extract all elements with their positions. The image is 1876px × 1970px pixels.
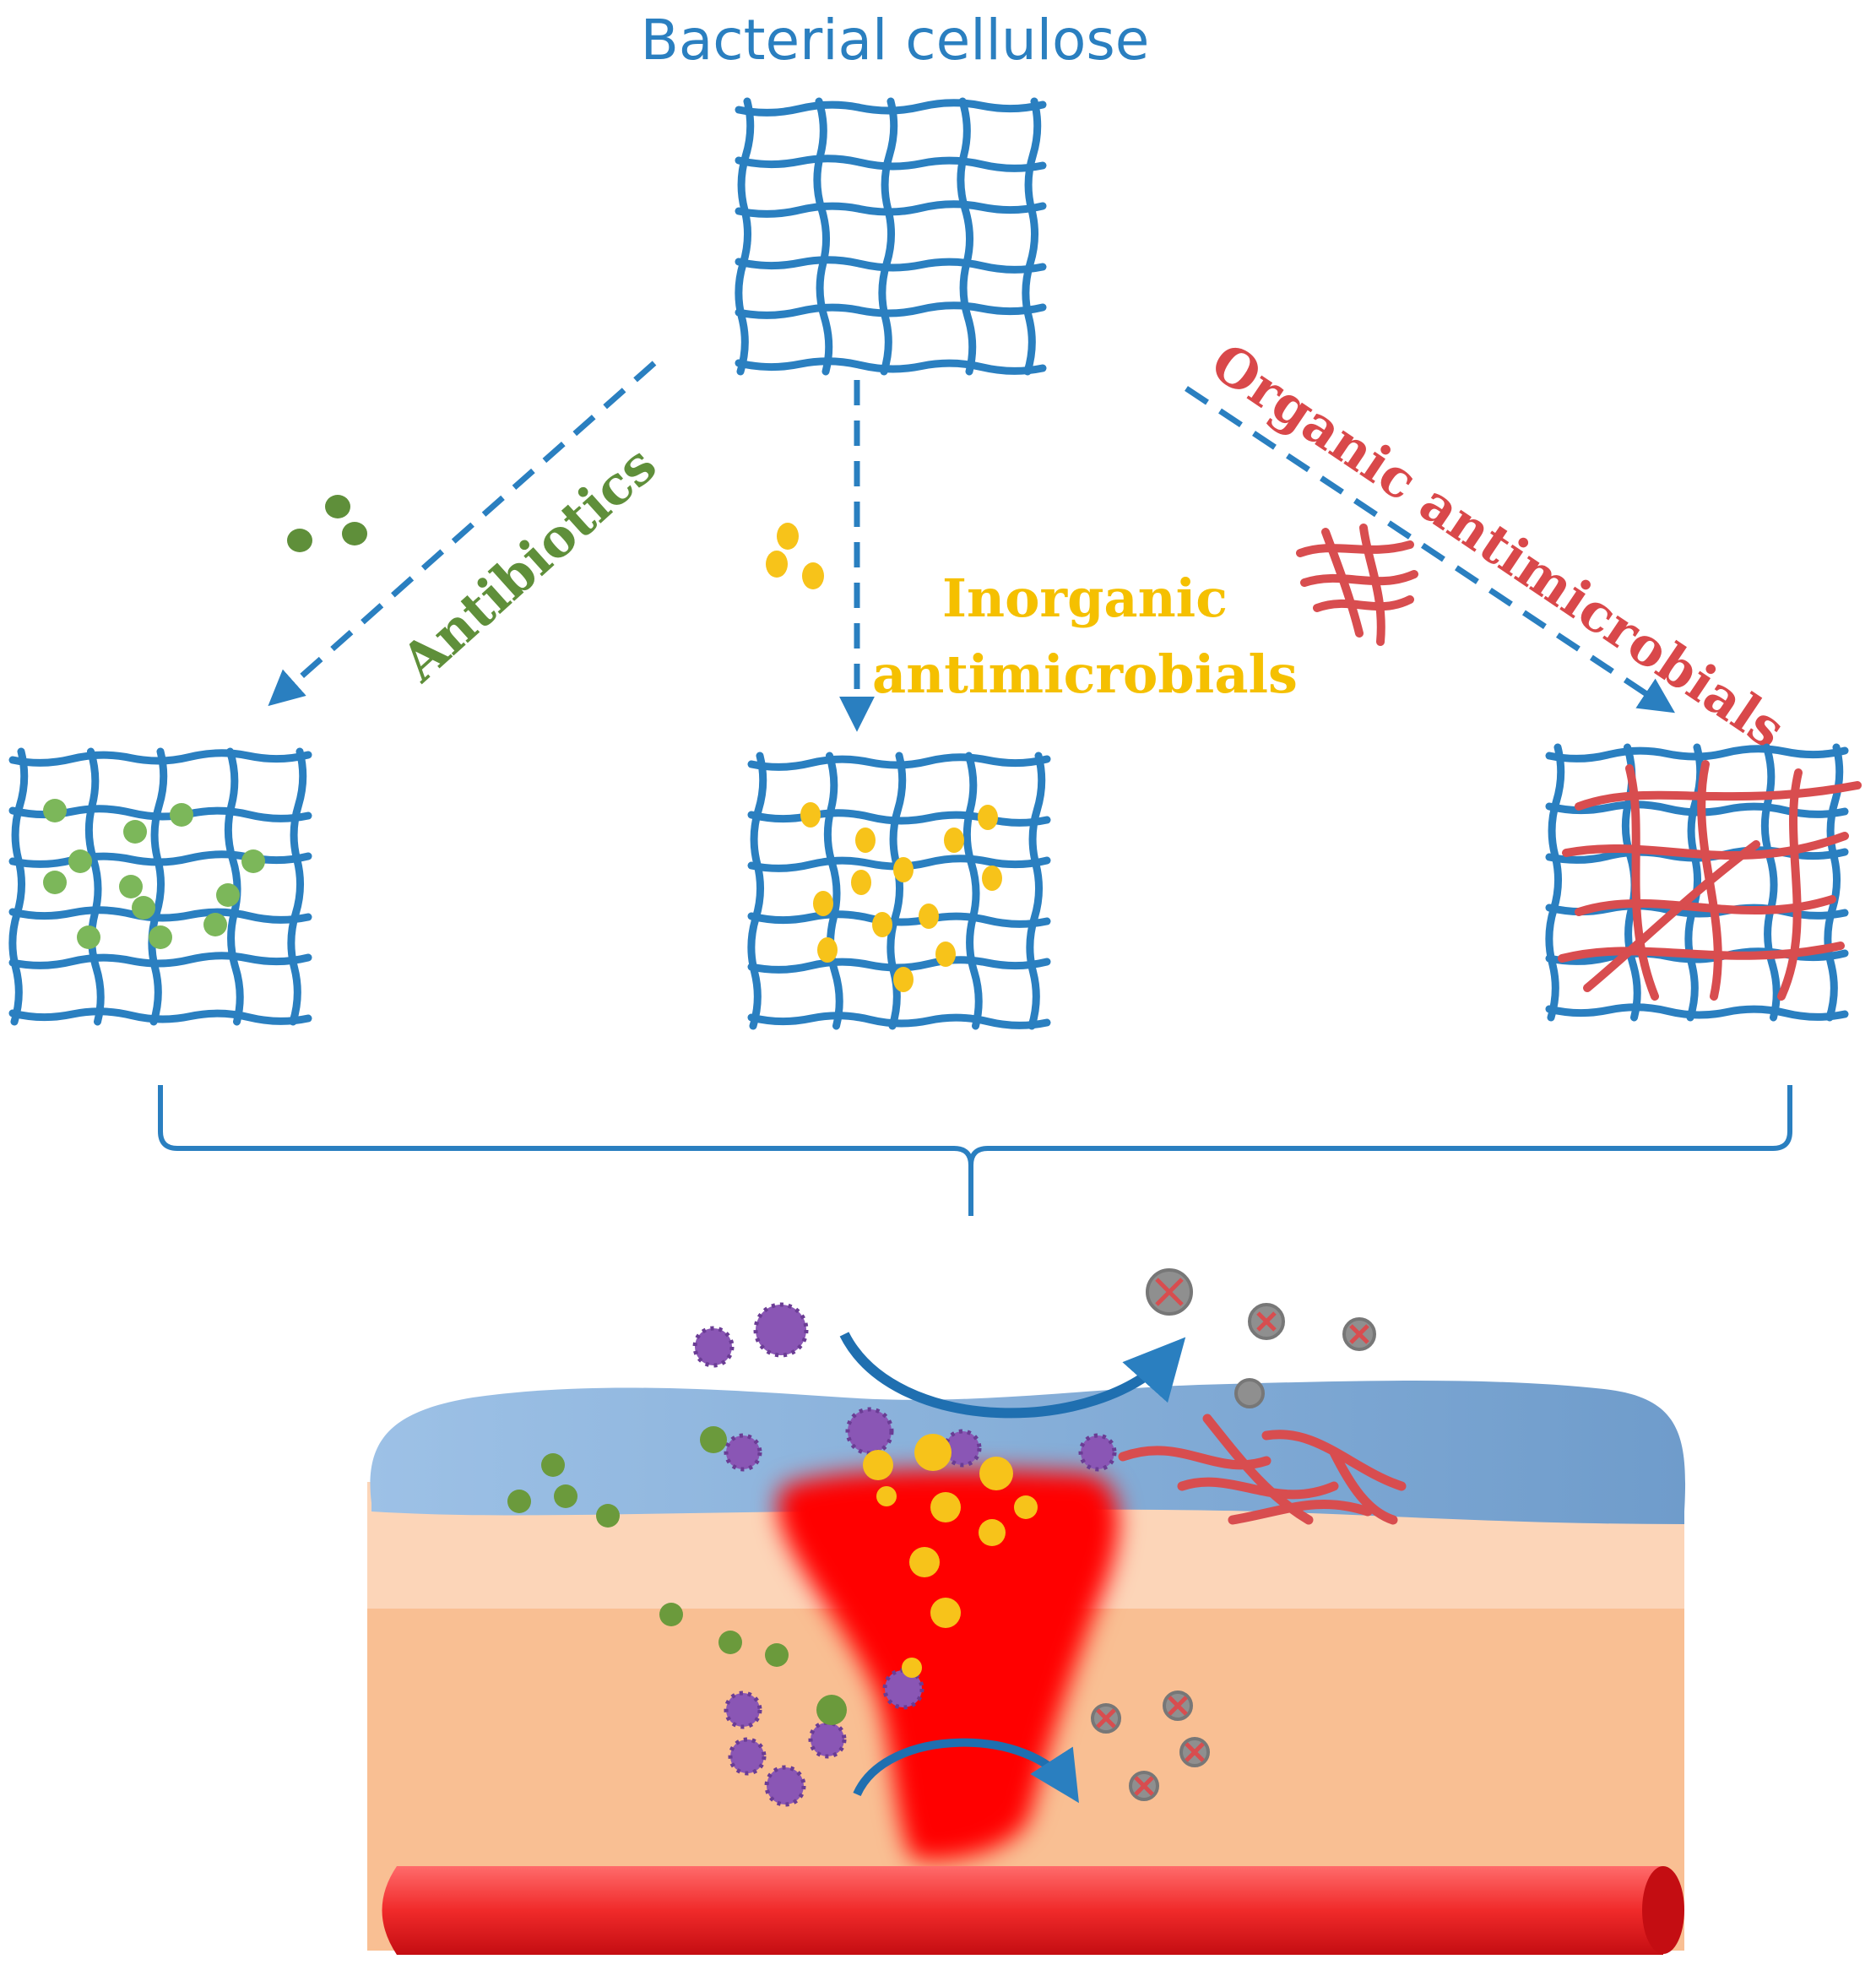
release-arrow-top <box>839 1332 1186 1419</box>
cellulose-fiber <box>735 97 755 376</box>
cellulose-fiber <box>735 301 1047 319</box>
arrow-to-organic <box>1185 386 1675 714</box>
dead-bacteria <box>1091 1268 1376 1801</box>
inorganic-particles-icon <box>766 523 824 589</box>
cellulose-fiber <box>957 97 977 376</box>
inorganic-label-line1: Inorganic <box>942 567 1228 629</box>
cellulose-fiber <box>747 752 767 1030</box>
organic-fibers-skin <box>1118 1414 1407 1525</box>
cellulose-fiber <box>962 752 983 1030</box>
grouping-brace <box>158 1085 1792 1216</box>
antibiotic-loaded-dots <box>43 799 265 949</box>
cellulose-fiber <box>224 747 244 1026</box>
cellulose-fiber <box>1545 743 1565 1022</box>
cellulose-fiber <box>735 155 1047 172</box>
cellulose-fiber <box>735 357 1047 375</box>
cellulose-fiber <box>8 906 312 924</box>
organic-loaded-fibers <box>1558 760 1862 1001</box>
blood-vessel <box>382 1866 1684 1955</box>
cellulose-fiber <box>287 747 307 1026</box>
branch-arrows <box>268 361 1675 732</box>
cellulose-fiber <box>84 747 105 1026</box>
inorganic-particles-skin <box>863 1434 1038 1678</box>
arrow-to-antibiotics <box>268 361 657 707</box>
cellulose-fiber <box>8 952 312 969</box>
cellulose-fiber <box>1022 97 1042 376</box>
cellulose-fiber <box>747 1012 1051 1029</box>
inorganic-label-line2: antimicrobials <box>872 643 1298 705</box>
cellulose-fiber <box>148 747 168 1026</box>
cellulose-fiber <box>735 256 1047 274</box>
skin-wound-illustration <box>367 1268 1686 1955</box>
cellulose-fiber <box>747 910 1051 928</box>
cellulose-mesh-organic <box>1545 743 1849 1022</box>
cellulose-fiber <box>1545 1003 1849 1021</box>
inorganic-loaded-dots <box>800 802 1002 992</box>
cellulose-fiber <box>8 747 29 1026</box>
antibiotic-particles-skin <box>507 1426 847 1725</box>
cellulose-mesh-top <box>735 97 1047 376</box>
cellulose-fiber <box>747 956 1051 974</box>
cellulose-fiber <box>813 97 833 376</box>
cellulose-fiber <box>878 97 898 376</box>
cellulose-fiber <box>1824 743 1844 1022</box>
live-bacteria <box>692 1302 1117 1807</box>
cellulose-fiber <box>8 1007 312 1025</box>
cellulose-fiber <box>1760 743 1781 1022</box>
organic-fibers-icon <box>1296 524 1418 646</box>
cellulose-fiber <box>823 752 843 1030</box>
cellulose-fiber <box>1026 752 1046 1030</box>
release-arrow-inner <box>853 1738 1080 1804</box>
antibiotic-particles-icon <box>287 495 367 552</box>
title-label: Bacterial cellulose <box>641 8 1150 73</box>
